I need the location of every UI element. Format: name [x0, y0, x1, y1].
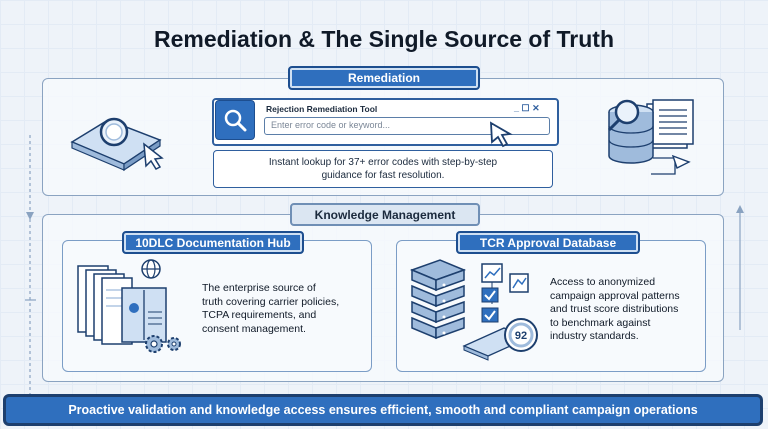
tcr-line: Access to anonymized: [550, 276, 656, 288]
docs-hub-label: 10DLC Documentation Hub: [122, 231, 304, 254]
checkmark-icon: [481, 287, 499, 323]
remediation-description-line2: guidance for fast resolution.: [321, 170, 445, 181]
tcr-line: campaign approval patterns: [550, 289, 680, 302]
magnifier-hand-icon: [70, 117, 164, 172]
remediation-description: Instant lookup for 37+ error codes with …: [213, 150, 553, 188]
globe-icon: [141, 259, 161, 279]
server-icon: [409, 259, 530, 361]
docs-hub-line: The enterprise source of: [202, 282, 316, 294]
remediation-description-line1: Instant lookup for 37+ error codes with …: [268, 157, 498, 168]
knowledge-management-label: Knowledge Management: [290, 203, 480, 226]
tcr-line: industry standards.: [550, 330, 639, 342]
search-icon: [224, 109, 247, 132]
page-title: Remediation & The Single Source of Truth: [153, 26, 615, 52]
tcr-database-frame: [396, 240, 706, 372]
tool-title: Rejection Remediation Tool: [266, 104, 378, 114]
search-button[interactable]: [215, 100, 255, 140]
documents-icon: [77, 265, 167, 345]
docs-hub-line: TCPA requirements, and: [202, 309, 317, 321]
window-controls[interactable]: _ ☐ ✕: [514, 103, 540, 113]
tcr-line: to benchmark against: [550, 316, 651, 329]
cursor-icon: [490, 121, 513, 148]
chart-icon: [481, 263, 529, 304]
docs-hub-description: The enterprise source of truth covering …: [202, 282, 339, 336]
score-badge-text: 92: [515, 330, 527, 342]
tcr-database-description: Access to anonymized campaign approval p…: [550, 276, 680, 344]
error-code-search-input[interactable]: Enter error code or keyword...: [264, 117, 550, 135]
database-report-icon: [607, 99, 694, 175]
gear-icon: [145, 335, 181, 353]
tcr-line: and trust score distributions: [550, 303, 679, 315]
tcr-database-label: TCR Approval Database: [456, 231, 640, 254]
remediation-label: Remediation: [288, 66, 480, 90]
docs-hub-line: truth covering carrier policies,: [202, 295, 340, 308]
footer-banner: Proactive validation and knowledge acces…: [3, 394, 763, 426]
score-badge-icon: 92: [504, 318, 538, 352]
docs-hub-line: consent management.: [202, 322, 306, 335]
